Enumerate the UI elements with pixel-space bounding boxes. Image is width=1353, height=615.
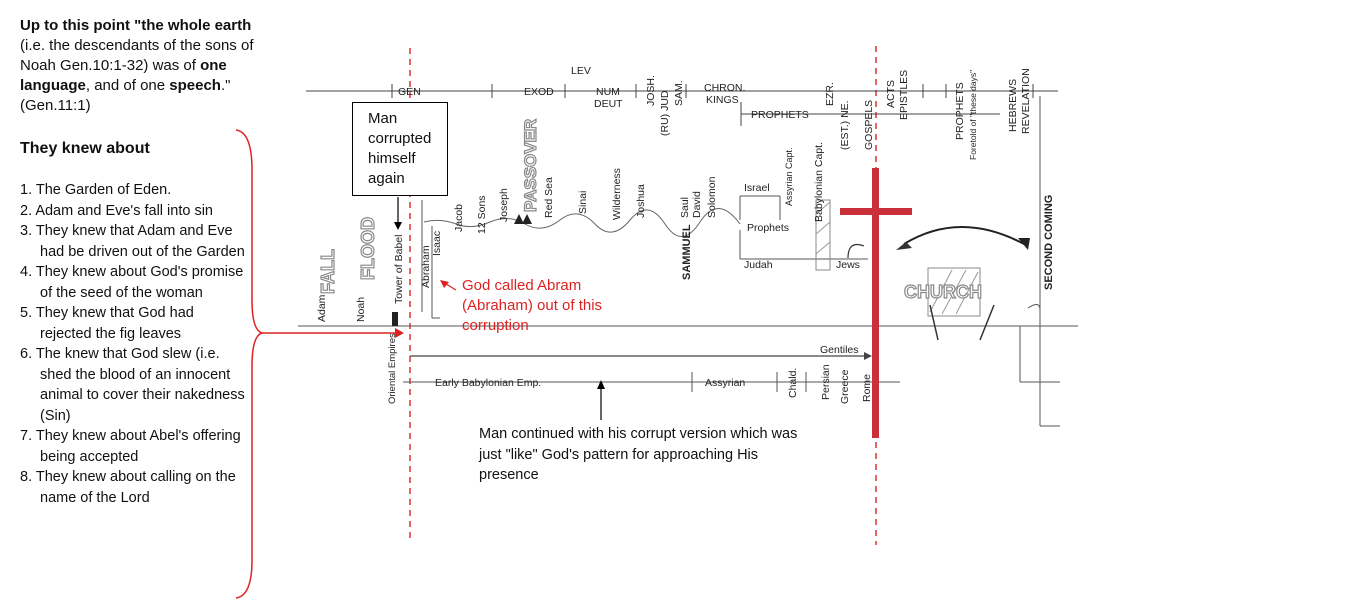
event-isaac: Isaac (431, 231, 443, 256)
knew-item: 3. They knew that Adam and Eve had be dr… (20, 223, 245, 260)
event-second-coming: SECOND COMING (1043, 195, 1055, 290)
label-kings: KINGS (706, 94, 739, 106)
church-hatch (927, 267, 981, 317)
event-persian: Persian (820, 364, 832, 400)
event-babel: Tower of Babel (393, 235, 405, 304)
event-joshua: Joshua (635, 184, 647, 218)
label-gen: GEN (398, 86, 421, 98)
label-num: NUM (596, 86, 620, 98)
knew-item: 5. They knew that God had rejected the f… (20, 305, 194, 342)
event-babylonian-capt: Babylonian Capt. (813, 142, 825, 222)
knew-item: 2. Adam and Eve's fall into sin (20, 202, 213, 219)
knew-item: 4. They knew about God's promise of the … (20, 264, 244, 301)
label-lev: LEV (571, 65, 591, 77)
red-abram-arrow (445, 283, 457, 291)
label-foretold: Foretold of "these days" (968, 70, 978, 160)
event-flood: FLOOD (358, 217, 378, 280)
label-deut: DEUT (594, 98, 623, 110)
label-chron: CHRON. (704, 82, 745, 94)
event-saul: Saul (679, 197, 691, 218)
event-jacob: Jacob (453, 204, 465, 232)
event-redsea: Red Sea (543, 177, 555, 218)
intro-text: Up to this point "the whole earth (i.e. … (20, 16, 292, 116)
event-fall: FALL (318, 249, 338, 294)
event-solomon: Solomon (706, 176, 718, 218)
event-david: David (691, 191, 703, 218)
church-arrow-right (979, 304, 995, 341)
abram-called-note: God called Abram (Abraham) out of this c… (462, 277, 603, 334)
label-exod: EXOD (524, 86, 554, 98)
event-jews: Jews (836, 259, 860, 271)
intro-part3: Noah Gen.10:1-32) was of (20, 57, 196, 74)
intro-part5: ." (220, 77, 231, 94)
event-wilderness: Wilderness (611, 168, 623, 220)
event-chald: Chald. (787, 368, 799, 398)
event-assyrian-capt: Assyrian Capt. (784, 147, 794, 206)
intro-bold2: speech (169, 77, 221, 94)
intro-part4: , and of one (85, 77, 166, 94)
event-rome: Rome (861, 374, 873, 402)
label-epistles: EPISTLES (898, 70, 910, 120)
label-josh: JOSH. (645, 75, 657, 106)
event-sons: 12 Sons (476, 195, 488, 234)
cross-vertical (872, 168, 879, 438)
event-church: CHURCH (904, 282, 982, 302)
corrupt-version-note: Man continued with his corrupt version w… (479, 426, 798, 483)
intro-bold1: one language (20, 57, 227, 94)
intro-part6: (Gen.11:1) (20, 97, 91, 114)
label-acts: ACTS (885, 80, 897, 108)
label-gospels: GOSPELS (863, 100, 875, 150)
man-corrupted-box: Man corrupted himself again (352, 102, 448, 196)
box-line: Man (368, 110, 398, 127)
event-abraham: Abraham (420, 245, 432, 288)
box-line: himself (368, 150, 416, 167)
event-noah: Noah (355, 297, 367, 322)
knew-heading: They knew about (20, 140, 150, 157)
event-samuel: SAMMUEL (681, 224, 693, 280)
knew-item: 8. They knew about calling on the name o… (20, 469, 236, 506)
intro-part2: (i.e. the descendants of the sons of (20, 37, 254, 54)
event-greece: Greece (839, 369, 851, 404)
event-sinai: Sinai (577, 191, 589, 214)
label-revelation: REVELATION (1020, 68, 1032, 134)
label-prophets: PROPHETS (751, 109, 809, 121)
event-judah: Judah (744, 259, 773, 271)
knew-item: 6. The knew that God slew (i.e. shed the… (20, 346, 245, 424)
event-early-bab: Early Babylonian Emp. (435, 377, 541, 389)
knew-item: 1. The Garden of Eden. (20, 182, 172, 198)
event-gentiles: Gentiles (820, 344, 859, 356)
wavy-line (423, 208, 741, 237)
red-arrowhead (395, 328, 404, 338)
intro-part1: Up to this point "the whole earth (20, 17, 252, 34)
label-hebrews: HEBREWS (1007, 79, 1019, 132)
box-line: again (368, 170, 405, 187)
red-brace (235, 129, 265, 599)
event-oriental: Oriental Empires (387, 333, 398, 404)
church-arc-arrow (903, 226, 1025, 245)
event-israel: Israel (744, 182, 770, 194)
church-arrow-left (929, 304, 939, 341)
box-line: corrupted (368, 130, 432, 147)
label-sam: SAM. (673, 80, 685, 106)
label-ezr: EZR. (824, 82, 836, 106)
label-rujud: (RU) JUD (659, 90, 671, 136)
event-joseph: Joseph (498, 188, 510, 222)
event-prophets: Prophets (747, 222, 789, 234)
event-adam: Adam (316, 294, 328, 322)
label-estne: (EST.) NE. (839, 100, 851, 150)
event-assyrian: Assyrian (705, 377, 745, 389)
cross-horizontal (840, 208, 912, 215)
knew-list: 1. The Garden of Eden. 2. Adam and Eve's… (20, 180, 245, 508)
knew-item: 7. They knew about Abel's offering being… (20, 428, 241, 465)
label-prophets2: PROPHETS (954, 82, 966, 140)
event-passover: PASSOVER (521, 119, 540, 212)
